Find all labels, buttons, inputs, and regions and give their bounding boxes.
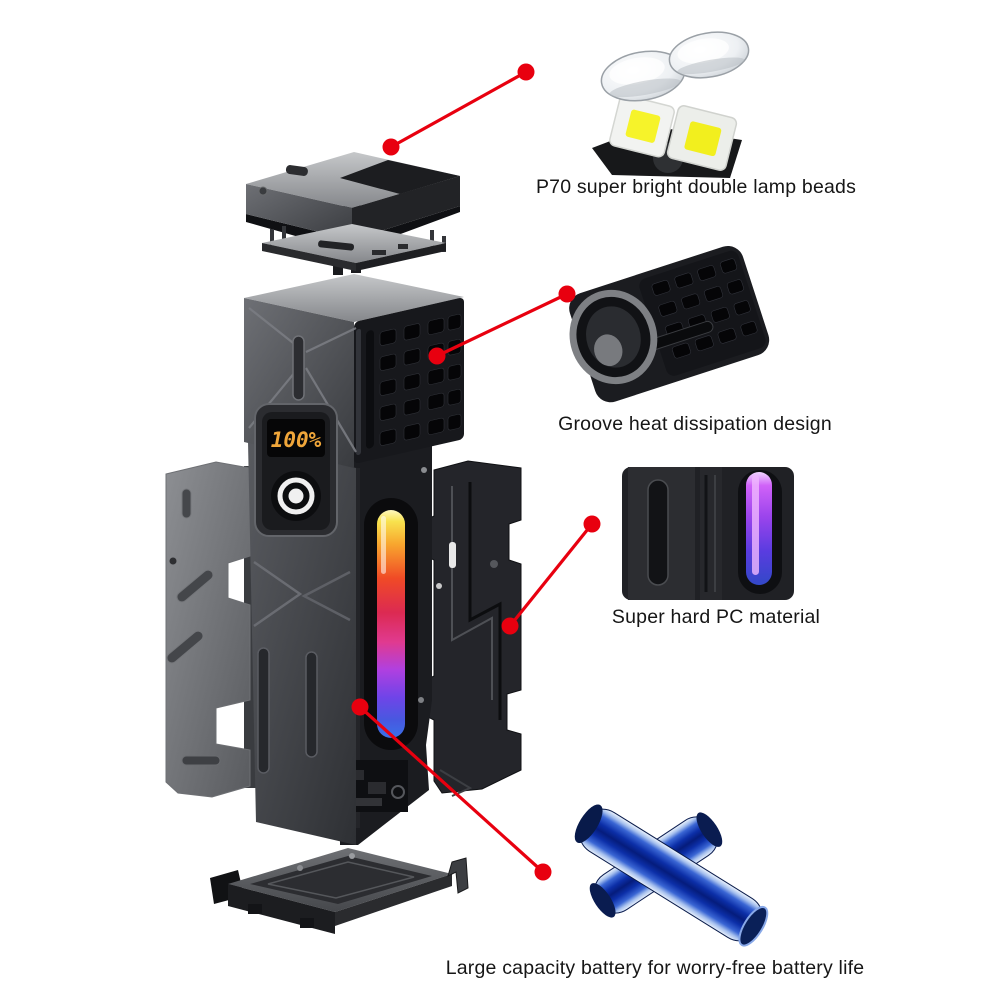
callout-line-heat: [436, 292, 568, 358]
power-button: [271, 471, 321, 521]
rgb-light-strip: [364, 498, 418, 750]
led-driver-plate: [262, 224, 446, 271]
right-side-panel: [425, 460, 522, 797]
lens-dome: [668, 31, 750, 79]
inset-lamp-beads: [592, 31, 750, 178]
callout-label-lamp-beads: P70 super bright double lamp beads: [535, 176, 857, 198]
heat-fin-face: [354, 298, 464, 463]
callout-dot: [534, 863, 552, 881]
display-screen: 100%: [267, 419, 325, 457]
led-chip: [609, 94, 675, 158]
callout-line-lamp-beads: [390, 70, 527, 149]
callout-label-heat-dissipation: Groove heat dissipation design: [558, 413, 832, 435]
led-chip: [666, 105, 738, 171]
callout-dot: [351, 698, 369, 716]
callout-dot: [382, 138, 400, 156]
left-side-panel: [165, 461, 256, 798]
battery-display-module: 100%: [254, 403, 338, 537]
lens-dome: [600, 50, 686, 102]
callout-dot: [517, 63, 535, 81]
display-value: 100%: [271, 428, 322, 452]
inset-heat-grooves: [569, 245, 770, 403]
main-body: [248, 430, 432, 845]
inset-batteries: [574, 804, 769, 947]
callout-dot: [428, 347, 446, 365]
inset-pc-material: [622, 467, 794, 600]
flashlight-head: [244, 264, 464, 468]
callout-label-pc-material: Super hard PC material: [611, 606, 821, 628]
callout-line-battery: [358, 705, 545, 874]
callout-line-pc: [508, 522, 594, 628]
callout-dots: [351, 63, 601, 881]
callout-label-battery: Large capacity battery for worry-free ba…: [445, 957, 865, 979]
callout-lines: [358, 70, 594, 874]
callout-dot: [558, 285, 576, 303]
callout-dot: [501, 617, 519, 635]
callout-dot: [583, 515, 601, 533]
bottom-tray-with-clip: [210, 848, 469, 934]
battery-cell: [574, 804, 769, 947]
top-lens-cap: [246, 152, 460, 252]
